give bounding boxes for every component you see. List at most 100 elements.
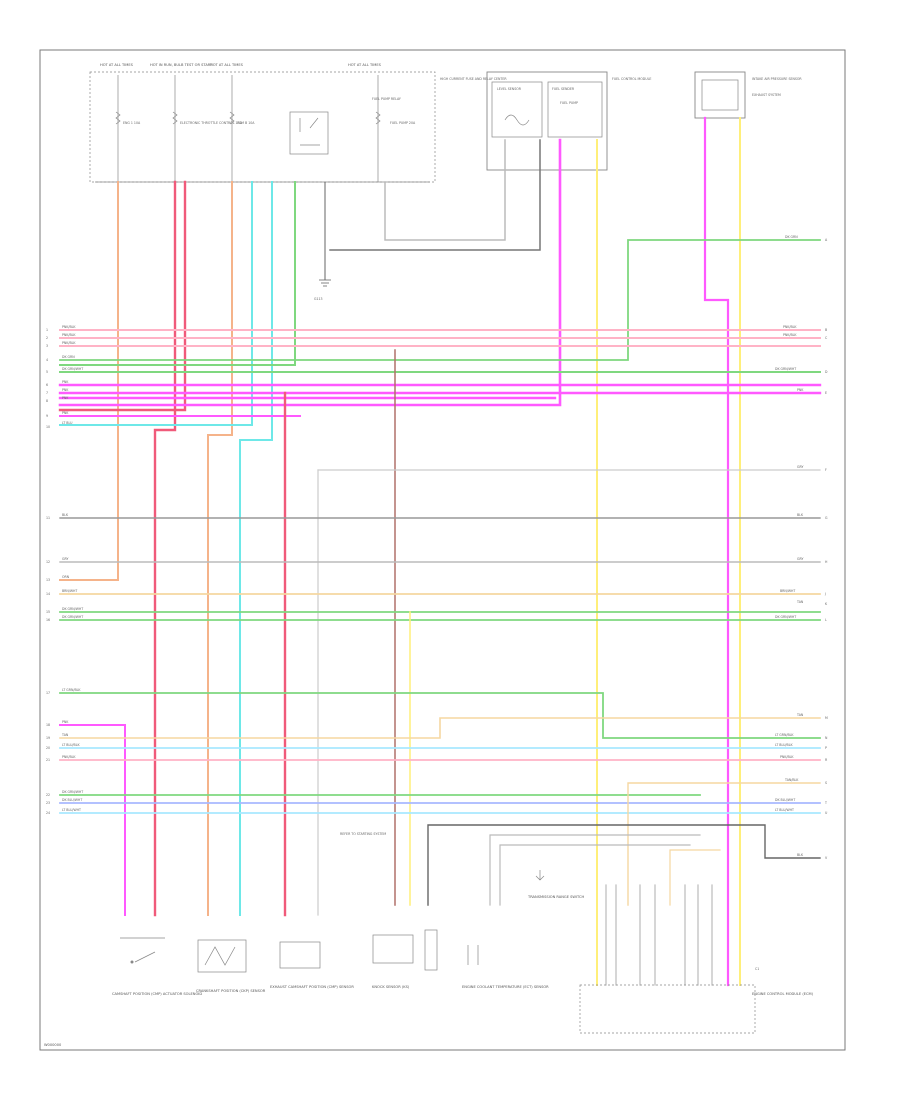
right-pin-s: S	[825, 781, 827, 785]
right-wire-v: BLK	[797, 853, 804, 857]
left-pin-17: 17	[46, 691, 50, 695]
right-pin-d: D	[825, 370, 828, 374]
left-pin-5: 5	[46, 370, 48, 374]
right-wire-t: DK BLU/WHT	[775, 798, 795, 802]
left-wire-15: DK GRN/WHT	[62, 607, 83, 611]
left-wire-23: DK BLU/WHT	[62, 798, 82, 802]
right-wire-n: LT GRN/BLK	[775, 733, 794, 737]
right-pin-u: U	[825, 811, 828, 815]
exhaust-cmp-sensor: EXHAUST CAMSHAFT POSITION (CMP) SENSOR	[270, 941, 354, 989]
left-pin-22: 22	[46, 793, 50, 797]
left-pin-24: 24	[46, 811, 50, 815]
left-wire-24: LT BLU/WHT	[62, 808, 81, 812]
right-pin-n: N	[825, 736, 828, 740]
component-name-6: TRANSMISSION RANGE SWITCH	[527, 895, 585, 899]
ecm-connector-label: C1	[755, 967, 759, 971]
left-pin-1: 1	[46, 328, 48, 332]
left-wire-1: PNK/BLK	[62, 325, 76, 329]
left-wire-6: PNK	[62, 380, 69, 384]
component-name-2: CRANKSHAFT POSITION (CKP) SENSOR	[196, 989, 266, 993]
right-wire-k: TAN	[796, 600, 804, 604]
fuel-control-module: LEVEL SENSOR FUEL SENDER FUEL PUMP FUEL …	[486, 71, 651, 171]
left-row-labels: 1 PNK/BLK 2 PNK/BLK 3 PNK/BLK 4 DK GRN 5…	[46, 325, 83, 815]
fuse-label-4: FUEL PUMP 20A	[390, 121, 416, 125]
cmp-actuator-solenoid: CAMSHAFT POSITION (CMP) ACTUATOR SOLENOI…	[112, 937, 202, 996]
component-name-1: CAMSHAFT POSITION (CMP) ACTUATOR SOLENOI…	[112, 992, 202, 996]
ecm-module: ENGINE CONTROL MODULE (ECM) C1	[579, 967, 814, 1034]
right-pin-h: H	[825, 560, 828, 564]
right-row-labels: DK GRN A PNK/BLK B PNK/BLK C DK GRN/WHT …	[775, 235, 828, 860]
left-pin-18: 18	[46, 723, 50, 727]
left-wire-11: BLK	[62, 513, 69, 517]
fuel-module-section-1: LEVEL SENSOR	[497, 87, 522, 91]
left-wire-10: LT BLU	[62, 421, 73, 425]
left-wire-8: PNK	[62, 396, 69, 400]
right-wire-g: BLK	[797, 513, 804, 517]
left-pin-3: 3	[46, 344, 48, 348]
right-pin-c: C	[825, 336, 828, 340]
left-pin-13: 13	[46, 578, 50, 582]
right-pin-g: G	[825, 516, 828, 520]
right-pin-p: P	[825, 746, 827, 750]
fuse-block-side-note: HIGH CURRENT FUSE AND RELAY CENTER	[440, 77, 507, 81]
trans-range-switch: TRANSMISSION RANGE SWITCH	[527, 870, 585, 899]
left-wire-9: PNK	[62, 411, 69, 415]
fuse-label-2: ELECTRONIC THROTTLE CONTROL 15A	[180, 121, 243, 125]
wire-orange-2	[207, 181, 233, 916]
left-wire-18: PNK	[62, 720, 69, 724]
right-wire-m: TAN	[796, 713, 804, 717]
wire-red-1	[153, 180, 177, 917]
trunk-row-19	[59, 717, 821, 739]
wire-set	[58, 116, 822, 987]
fuse-header-1: HOT AT ALL TIMES	[100, 63, 134, 67]
right-wire-p: LT BLU/BLK	[775, 743, 793, 747]
right-wire-e: PNK	[797, 388, 804, 392]
trunk-row-17	[59, 692, 821, 739]
fuse-header-2: HOT IN RUN, BULB TEST OR START	[150, 63, 213, 67]
left-wire-2: PNK/BLK	[62, 333, 76, 337]
wire-cyan-2	[239, 181, 273, 916]
right-pin-m: M	[825, 716, 828, 720]
ecm-bundle-black	[427, 824, 821, 906]
fuse-header-4: HOT AT ALL TIMES	[348, 63, 382, 67]
left-wire-21: PNK/BLK	[62, 755, 76, 759]
left-pin-16: 16	[46, 618, 50, 622]
left-pin-11: 11	[46, 516, 50, 520]
right-wire-a: DK GRN	[785, 235, 798, 239]
wire-magenta-map	[703, 116, 730, 987]
right-pin-f: F	[825, 468, 827, 472]
right-pin-v: V	[825, 856, 828, 860]
right-pin-j: J	[824, 592, 826, 596]
right-wire-u: LT BLU/WHT	[775, 808, 794, 812]
underhood-fuse-block: HOT AT ALL TIMES HOT IN RUN, BULB TEST O…	[89, 63, 507, 183]
wire-orange-1	[59, 181, 119, 581]
left-wire-13: ORN	[62, 575, 70, 579]
right-wire-j: BRN/WHT	[780, 589, 795, 593]
left-wire-19: TAN	[61, 733, 69, 737]
left-pin-19: 19	[46, 736, 50, 740]
starting-system-note: REFER TO STARTING SYSTEM	[340, 832, 386, 836]
left-wire-4: DK GRN	[62, 355, 75, 359]
wire-red-2	[58, 180, 187, 412]
right-wire-s: TAN/BLK	[784, 778, 799, 782]
left-pin-20: 20	[46, 746, 50, 750]
knock-sensor: KNOCK SENSOR (KS)	[372, 929, 438, 989]
left-wire-16: DK GRN/WHT	[62, 615, 83, 619]
right-pin-l: L	[825, 618, 827, 622]
left-pin-9: 9	[46, 414, 48, 418]
left-wire-22: DK GRN/WHT	[62, 790, 83, 794]
component-name-4: KNOCK SENSOR (KS)	[372, 985, 410, 989]
left-wire-7: PNK	[62, 388, 69, 392]
right-wire-h: GRY	[797, 557, 803, 561]
left-pin-12: 12	[46, 560, 50, 564]
ecm-bundle-tan	[669, 849, 721, 906]
right-wire-b: PNK/BLK	[783, 325, 797, 329]
left-pin-23: 23	[46, 801, 50, 805]
left-pin-21: 21	[46, 758, 50, 762]
left-pin-14: 14	[46, 592, 50, 596]
left-wire-17: LT GRN/BLK	[62, 688, 81, 692]
left-wire-5: DK GRN/WHT	[62, 367, 83, 371]
left-pin-4: 4	[46, 358, 48, 362]
left-pin-10: 10	[46, 425, 50, 429]
wire-green-1	[59, 181, 296, 366]
